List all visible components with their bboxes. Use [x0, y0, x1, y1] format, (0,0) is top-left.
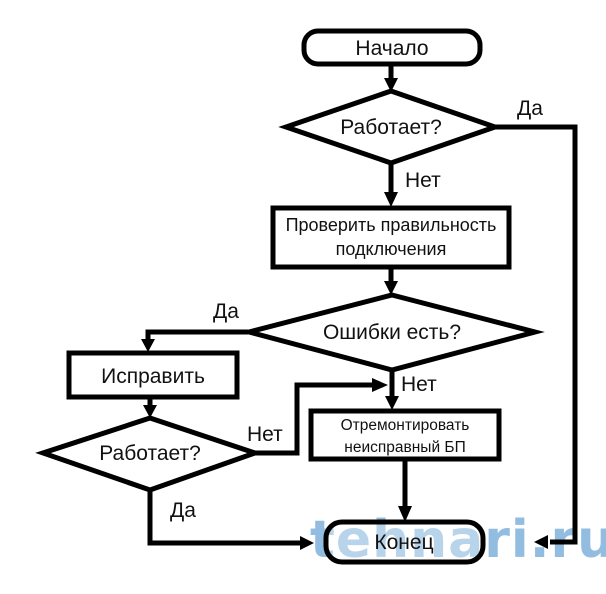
node-fix-label: Исправить	[101, 365, 205, 388]
node-works2-label: Работает?	[99, 442, 201, 465]
node-fix: Исправить	[66, 350, 240, 400]
node-check: Проверить правильность подключения	[270, 205, 512, 270]
terminator-shape	[301, 28, 483, 67]
terminator-shape	[323, 519, 486, 565]
connectors	[141, 64, 578, 550]
arrow-head	[385, 396, 399, 410]
node-start: Начало	[301, 28, 483, 67]
arrow-head	[384, 192, 398, 207]
arrow-head	[300, 536, 314, 550]
edge-label-errors-no: Нет	[401, 373, 437, 396]
edge-works2-end-yes	[147, 490, 302, 546]
node-end-label: Конец	[374, 531, 433, 554]
node-start-label: Начало	[355, 37, 428, 60]
node-repair-line2: неисправный БП	[344, 439, 465, 456]
node-errors-label: Ошибки есть?	[323, 321, 461, 344]
edge-label-works1-no: Нет	[405, 169, 441, 192]
node-check-line1: Проверить правильность	[286, 215, 497, 235]
arrow-head	[534, 535, 548, 549]
edge-label-errors-yes: Да	[213, 300, 239, 323]
edge-labels: Да Нет Да Нет Нет Да	[170, 97, 543, 522]
process-shape	[308, 408, 502, 462]
arrow-head	[143, 405, 157, 418]
arrow-head	[398, 506, 412, 522]
edge-label-works2-yes: Да	[170, 499, 196, 522]
arrow-head	[384, 78, 398, 92]
node-end: Конец	[323, 519, 486, 565]
edge-label-works2-no: Нет	[247, 423, 283, 446]
decision-shape	[239, 292, 545, 373]
process-shape	[270, 205, 512, 270]
decision-shape	[35, 415, 263, 493]
node-works1: Работает?	[278, 88, 503, 166]
edge-label-works1-yes: Да	[517, 97, 543, 120]
decision-shape	[278, 88, 503, 166]
node-repair-line1: Отремонтировать	[341, 417, 470, 434]
arrow-head	[141, 339, 155, 352]
node-errors: Ошибки есть?	[239, 292, 545, 373]
edge-works2-repair-no	[255, 382, 375, 456]
node-check-line2: подключения	[336, 239, 447, 259]
edge-works1-end-yes	[495, 124, 578, 545]
node-repair: Отремонтировать неисправный БП	[308, 408, 502, 462]
node-works1-label: Работает?	[340, 116, 442, 139]
node-works2: Работает?	[35, 415, 263, 493]
process-shape	[66, 350, 240, 400]
edge-errors-fix-yes	[145, 329, 248, 340]
arrow-head	[384, 281, 398, 295]
arrow-head	[372, 378, 388, 392]
